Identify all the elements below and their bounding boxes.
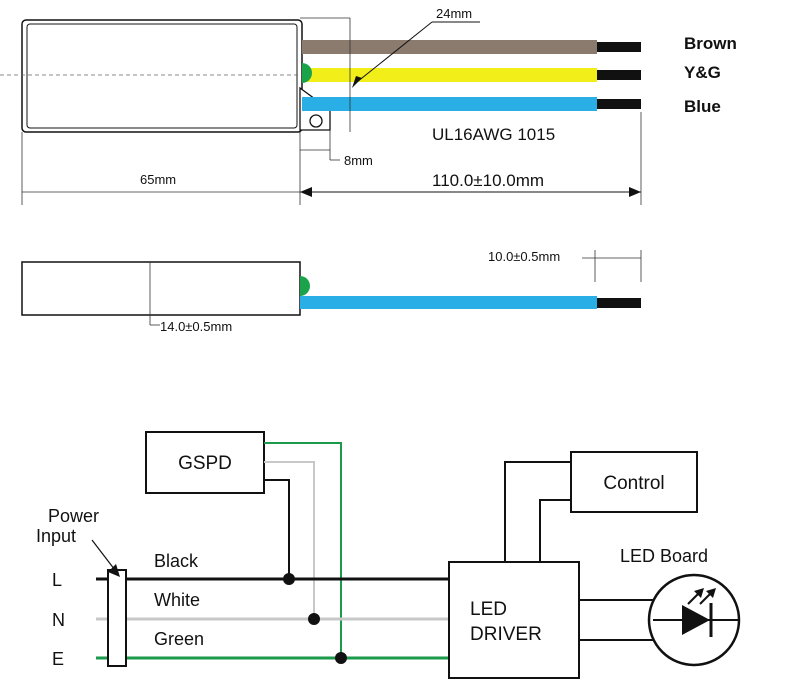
wire-label-black: Black (154, 551, 199, 571)
control-wire-2 (539, 499, 571, 562)
dim-110-arrow-right (629, 187, 641, 197)
module-body-inner (26, 23, 298, 129)
junction-black (283, 573, 295, 585)
module-body-outer (21, 19, 303, 133)
dim-65-text: 65mm (140, 172, 176, 187)
dim-strip-text: 10.0±0.5mm (488, 249, 560, 264)
led-driver-line1: LED (470, 599, 507, 620)
side-blue-wire (300, 296, 597, 309)
led-board-label: LED Board (620, 546, 708, 566)
yg-wire-end (597, 70, 641, 80)
label-blue: Blue (684, 97, 721, 116)
control-label: Control (603, 473, 664, 494)
terminal-block (107, 569, 127, 667)
label-yg: Y&G (684, 63, 721, 82)
led-driver-box (448, 561, 580, 679)
power-input-line1: Power (48, 506, 99, 526)
dim-8-text: 8mm (344, 153, 373, 168)
junction-green (335, 652, 347, 664)
junction-white (308, 613, 320, 625)
led-diode-triangle (682, 605, 710, 635)
yellow-green-wire (302, 68, 597, 82)
gspd-green-lead (264, 442, 342, 658)
top-view: Brown Y&G Blue 24mm 8mm UL16AWG 1015 65m… (0, 6, 737, 205)
green-terminal-dot (302, 63, 312, 83)
brown-wire-end (597, 42, 641, 52)
side-view: 10.0±0.5mm 14.0±0.5mm (21, 249, 642, 334)
dim-24-text: 24mm (436, 6, 472, 21)
dim-24-leader (356, 21, 433, 83)
terminal-L: L (52, 570, 62, 590)
label-brown: Brown (684, 34, 737, 53)
side-wire-end (597, 298, 641, 308)
blue-wire (302, 97, 597, 111)
wire-label-green: Green (154, 629, 204, 649)
power-input-line2: Input (36, 526, 76, 546)
brown-wire (302, 40, 597, 54)
gspd-white-lead (264, 461, 315, 619)
dim-110-arrow-left (300, 187, 312, 197)
gspd-box (145, 431, 265, 494)
gspd-label: GSPD (178, 453, 232, 474)
control-box (570, 451, 698, 513)
wire-label-white: White (154, 590, 200, 610)
terminal-E: E (52, 649, 64, 669)
side-body (21, 261, 301, 316)
gspd-black-lead (264, 479, 290, 579)
led-driver-line2: DRIVER (470, 624, 542, 645)
wiring-diagram: GSPD Power Input L N E Black White Green… (36, 431, 741, 679)
dim-24-arrow (352, 76, 362, 88)
blue-wire-end (597, 99, 641, 109)
terminal-N: N (52, 610, 65, 630)
side-green-dot (300, 276, 310, 296)
mounting-hole (309, 114, 323, 128)
cable-spec-text: UL16AWG 1015 (432, 125, 555, 144)
power-input-arrow (108, 564, 120, 577)
dim-110-text: 110.0±10.0mm (432, 171, 544, 190)
dim-height-text: 14.0±0.5mm (160, 319, 232, 334)
control-wire-1 (504, 461, 571, 562)
